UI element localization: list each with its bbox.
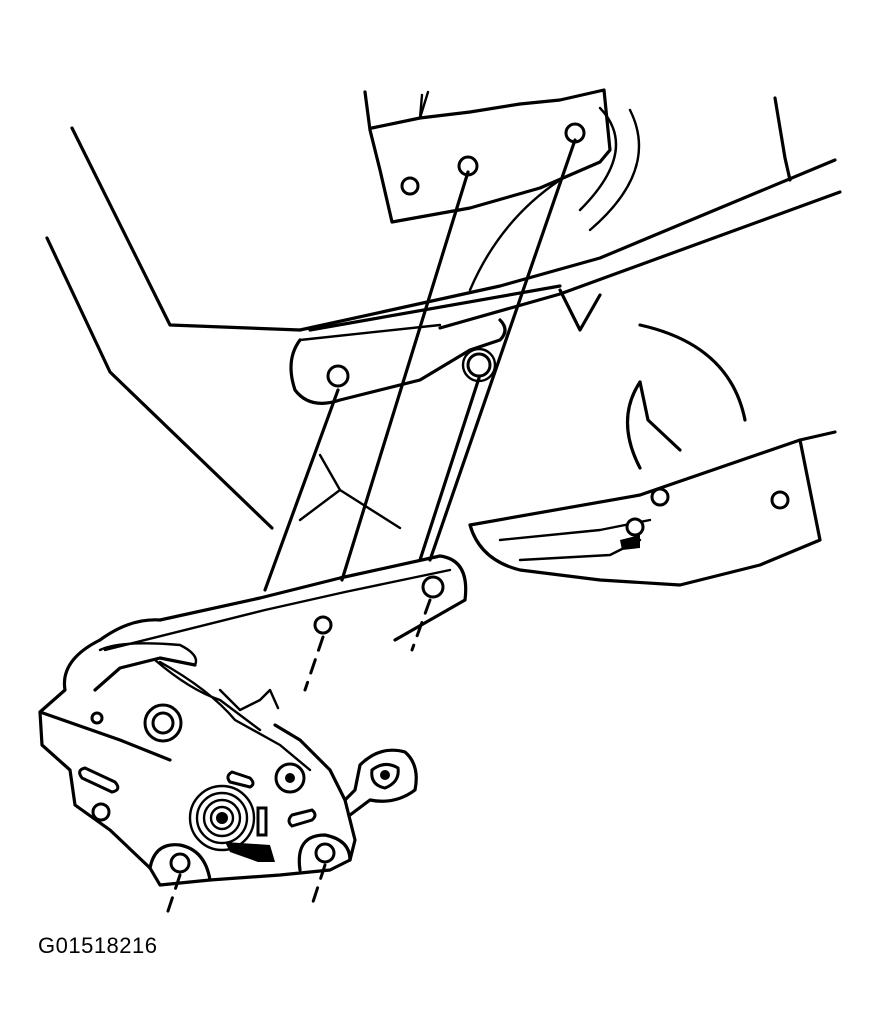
recliner-mechanism — [38, 554, 468, 887]
fastener-centerlines — [163, 598, 432, 922]
alignment-lines — [263, 138, 577, 592]
seat-track-rail — [298, 106, 842, 332]
figure-id-label: G01518216 — [38, 933, 158, 958]
release-lever — [343, 748, 418, 817]
upper-mount-bracket — [363, 88, 612, 224]
right-pivot-housing — [468, 323, 837, 587]
middle-mount-bracket — [289, 318, 507, 405]
seat-frame-outline — [45, 96, 792, 530]
clock-spring — [188, 784, 275, 862]
